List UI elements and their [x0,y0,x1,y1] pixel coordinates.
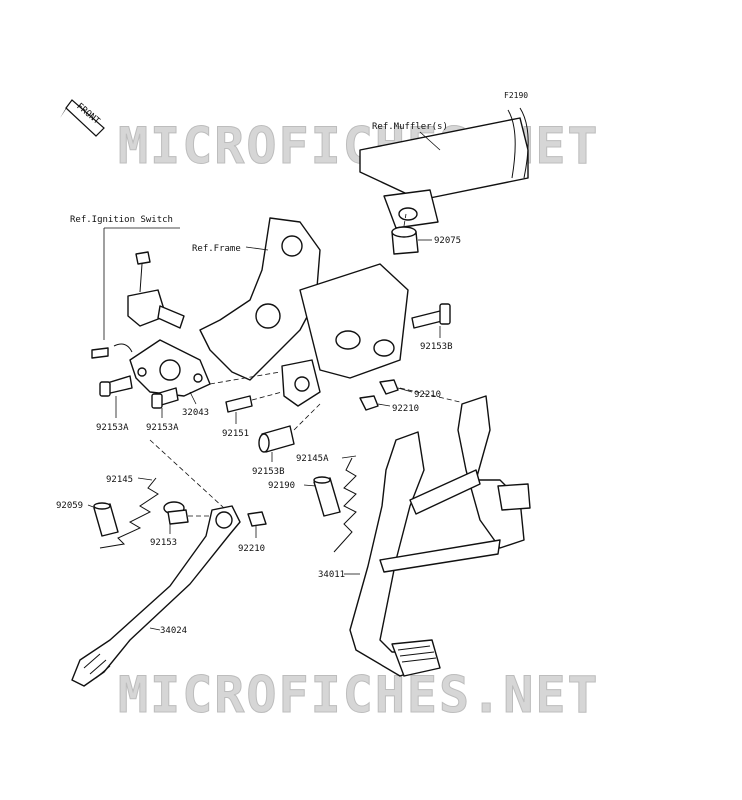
part-92151: 92151 [222,391,283,439]
part-92153B-upper: 92153B [411,303,453,352]
callout-92153B-lower: 92153B [252,467,285,477]
watermark-bottom: MICROFICHES.NET [118,666,600,724]
part-92190: 92190 [268,476,341,517]
part-32043: 32043 [129,339,281,418]
part-34011: 34011 [318,387,531,677]
callout-34011: 34011 [318,570,345,580]
frame-ref: Ref.Frame [192,217,409,407]
ref-muffler-label: Ref.Muffler(s) [372,122,448,132]
callout-92210-b: 92210 [392,404,419,414]
part-92153: 92153 [150,501,212,548]
callout-92145A: 92145A [296,454,329,464]
part-92059: 92059 [56,501,119,537]
callout-92210-c: 92210 [238,544,265,554]
callout-34024: 34024 [160,626,187,636]
part-92153A-left: 92153A [96,375,133,433]
part-92145: 92145 [99,475,159,549]
callout-92190: 92190 [268,481,295,491]
part-92153A-mid: 92153A [146,387,179,433]
callout-32043: 32043 [182,408,209,418]
callout-92153: 92153 [150,538,177,548]
part-92153B-lower: 92153B [252,403,321,477]
part-92145A: 92145A [296,454,357,553]
callout-92153B-upper: 92153B [420,342,453,352]
part-34024: 34024 [71,439,241,687]
callout-92059: 92059 [56,501,83,511]
part-92075: 92075 [391,213,461,255]
ref-frame-label: Ref.Frame [192,244,241,254]
callout-92075: 92075 [434,236,461,246]
ignition-switch-ref: Ref.Ignition Switch [70,215,185,359]
muffler-ref: Ref.Muffler(s) [359,107,529,229]
part-92210-b: 92210 [359,395,419,414]
figure-code: F2190 [504,91,528,100]
callout-92153A-left: 92153A [96,423,129,433]
callout-92151: 92151 [222,429,249,439]
ref-ignition-label: Ref.Ignition Switch [70,215,173,225]
callout-92153A-mid: 92153A [146,423,179,433]
callout-92145: 92145 [106,475,133,485]
callout-92210-a: 92210 [414,390,441,400]
part-92210-c: 92210 [238,511,267,554]
front-arrow-icon: FRONT [60,99,105,137]
part-92210-a: 92210 [379,379,441,400]
